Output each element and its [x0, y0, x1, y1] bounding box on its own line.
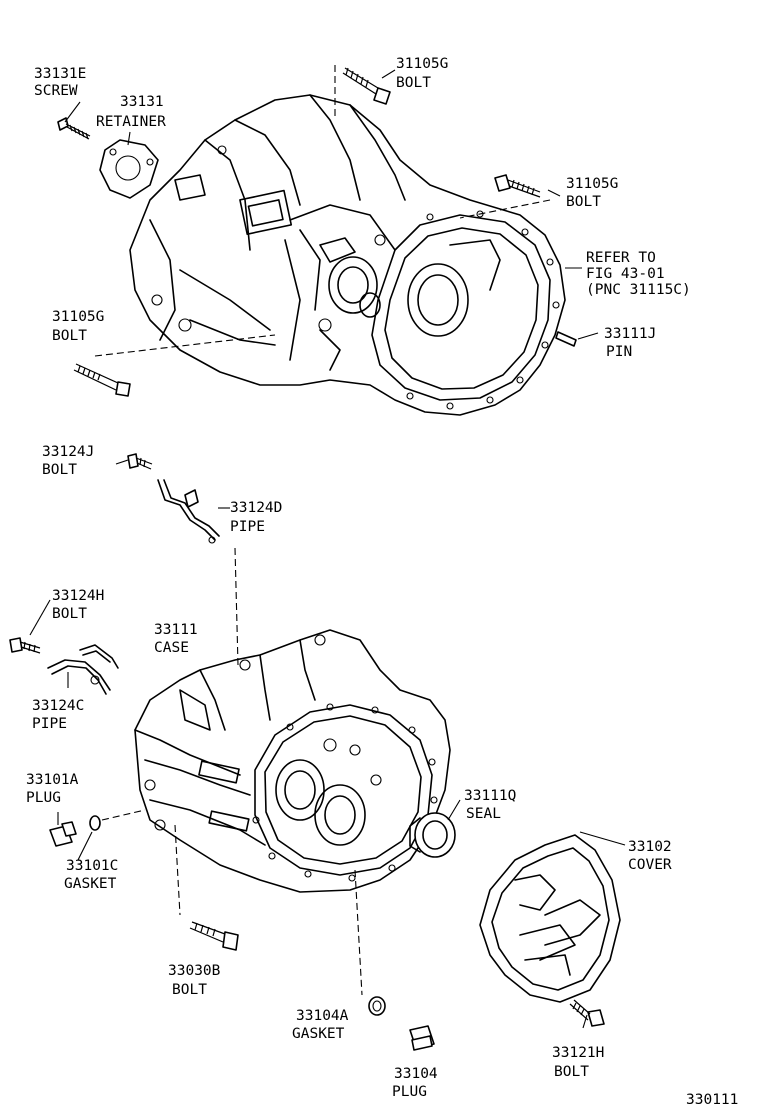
pipe-33124c [47, 644, 119, 695]
bolt-33121h [569, 999, 605, 1027]
label-33104-name: PLUG [392, 1084, 427, 1100]
label-33121h-name: BOLT [554, 1064, 589, 1080]
gasket-33104a [368, 996, 386, 1016]
label-33104-number: 33104 [394, 1066, 438, 1082]
label-33124d-number: 33124D [230, 500, 282, 516]
label-refer-line3: (PNC 31115C) [586, 282, 691, 298]
bolt-31105g-top [342, 67, 391, 105]
label-31105g-top-number: 31105G [396, 56, 448, 72]
pipe-33124d [157, 479, 220, 544]
transaxle-housing-assembly [129, 94, 566, 416]
seal-33111q [409, 812, 456, 858]
label-33111j-name: PIN [606, 344, 632, 360]
label-31105g-left-name: BOLT [52, 328, 87, 344]
label-33104a-number: 33104A [296, 1008, 349, 1024]
label-refer-line2: FIG 43-01 [586, 266, 665, 282]
transaxle-case-assembly [134, 629, 451, 893]
label-31105g-right-number: 31105G [566, 176, 618, 192]
label-33124d-name: PIPE [230, 519, 265, 535]
label-33101c-number: 33101C [66, 858, 118, 874]
pin-33111j [555, 331, 577, 347]
label-33102-number: 33102 [628, 839, 672, 855]
bolt-33124h [9, 637, 41, 654]
label-33111q-number: 33111Q [464, 788, 516, 804]
label-33111j-number: 33111J [604, 326, 656, 342]
label-33121h-number: 33121H [552, 1045, 604, 1061]
gasket-33101c [89, 815, 101, 831]
label-refer-line1: REFER TO [586, 250, 656, 266]
retainer-33131 [99, 139, 159, 199]
label-33131e-name: SCREW [34, 83, 78, 99]
leader-lines [29, 65, 626, 1029]
cover-33102 [479, 834, 621, 1003]
label-33124h-name: BOLT [52, 606, 87, 622]
bolt-33124j [127, 453, 153, 470]
label-33102-name: COVER [628, 857, 672, 873]
screw-33131e [57, 117, 91, 140]
label-31105g-left-number: 31105G [52, 309, 104, 325]
label-33111-number: 33111 [154, 622, 198, 638]
label-33030b-number: 33030B [168, 963, 221, 979]
label-31105g-right-name: BOLT [566, 194, 601, 210]
plug-33101a [49, 821, 77, 847]
bolt-33030b [189, 921, 239, 951]
bolt-31105g-left [73, 363, 131, 397]
callout-labels: 33131E SCREW 33131 RETAINER 31105G BOLT … [26, 56, 738, 1108]
label-33124h-number: 33124H [52, 588, 104, 604]
bolt-31105g-right [494, 174, 541, 198]
label-33124j-name: BOLT [42, 462, 77, 478]
label-33131e-number: 33131E [34, 66, 86, 82]
plug-33104 [409, 1025, 435, 1051]
label-33111q-name: SEAL [466, 806, 501, 822]
label-33104a-name: GASKET [292, 1026, 345, 1042]
label-33131-name: RETAINER [96, 114, 166, 130]
label-33124j-number: 33124J [42, 444, 94, 460]
label-33030b-name: BOLT [172, 982, 207, 998]
label-33101a-name: PLUG [26, 790, 61, 806]
label-33124c-number: 33124C [32, 698, 84, 714]
label-33101a-number: 33101A [26, 772, 79, 788]
label-33124c-name: PIPE [32, 716, 67, 732]
label-33101c-name: GASKET [64, 876, 117, 892]
label-31105g-top-name: BOLT [396, 75, 431, 91]
label-33111-name: CASE [154, 640, 189, 656]
label-33131-number: 33131 [120, 94, 164, 110]
figure-number: 330111 [686, 1092, 738, 1108]
